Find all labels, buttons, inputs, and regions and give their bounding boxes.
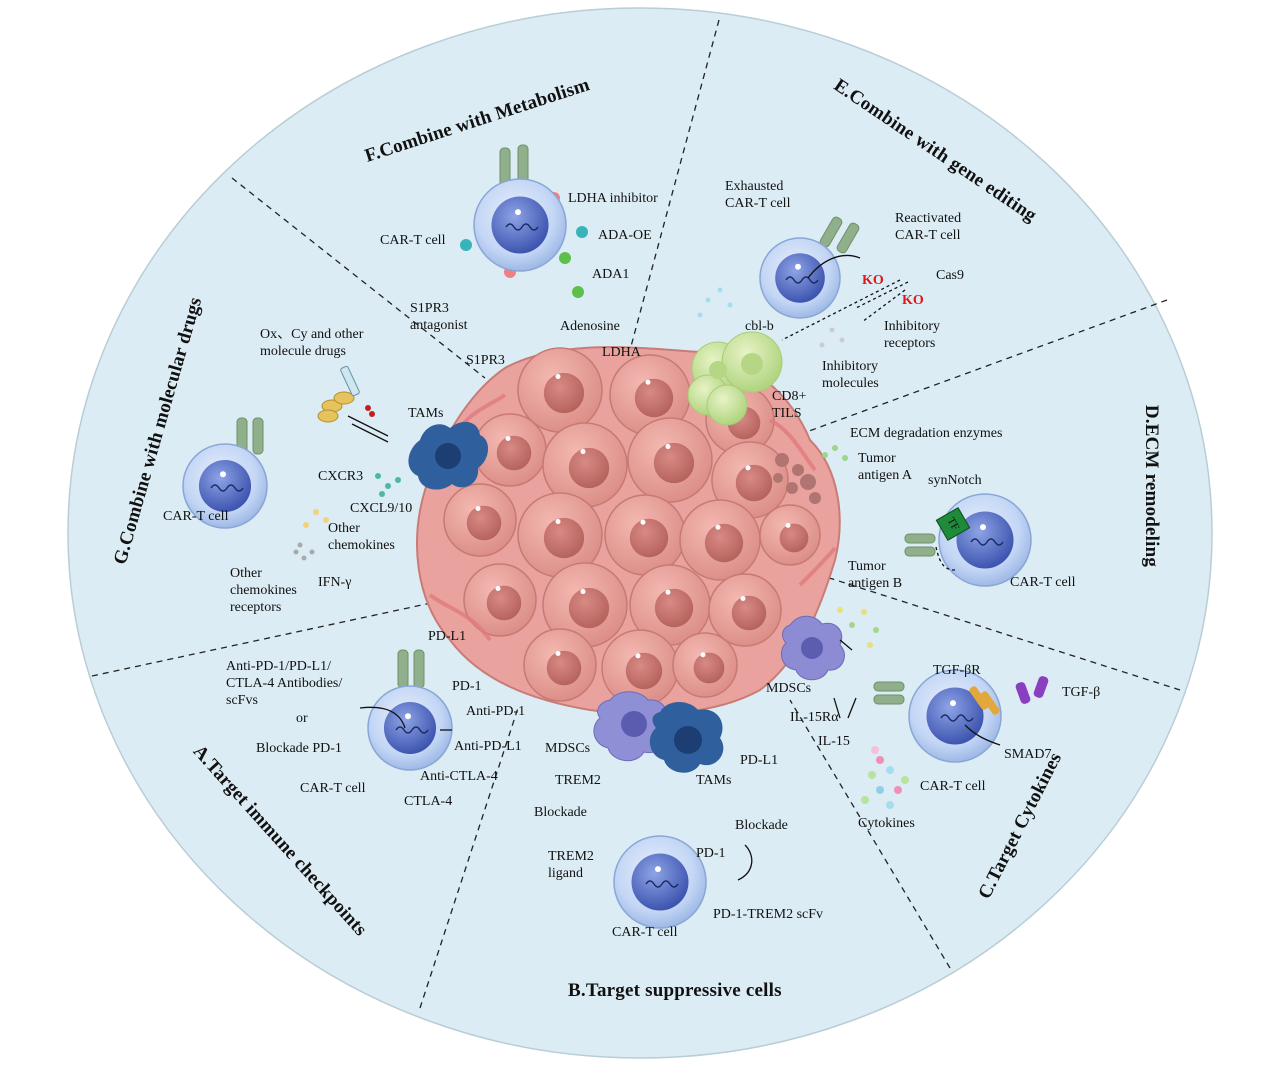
pdl1-bottom-label: PD-L1: [740, 753, 779, 768]
tumor-cell: [679, 499, 761, 581]
tumor-cell: [708, 573, 782, 647]
cart-cell: [473, 178, 567, 272]
ko-label-2: KO: [902, 293, 924, 308]
g-cart-label: CAR-T cell: [163, 509, 229, 524]
mdsc-right-shape: [780, 615, 845, 681]
cart-cell: [908, 669, 1002, 763]
ldha-label: LDHA: [602, 345, 641, 360]
cas9-label: Cas9: [936, 268, 964, 283]
tgfb-molecules: [1015, 676, 1049, 704]
ko-label-1: KO: [862, 273, 884, 288]
cd8-tils: [687, 331, 783, 426]
trem2-ligand-label: TREM2 ligand: [548, 849, 594, 881]
s1pr3-antagonist-label: S1PR3 antagonist: [410, 301, 468, 333]
ldha-inhibitor-label: LDHA inhibitor: [568, 191, 658, 206]
tgfbr-label: TGF-βR: [933, 663, 981, 678]
exhausted-cart-label: Exhausted CAR-T cell: [725, 179, 791, 211]
trem2-label: TREM2: [555, 773, 601, 788]
f-cart-label: CAR-T cell: [380, 233, 446, 248]
other-chemokines-label: Other chemokines: [328, 521, 395, 553]
bottom-suppressive-cells: [593, 691, 724, 773]
cytokine-dots: [293, 287, 909, 809]
tumor-antigen-a-label: Tumor antigen A: [858, 451, 913, 483]
blockade-left-label: Blockade: [534, 805, 587, 820]
tumor-cell: [627, 417, 713, 503]
molecule-drugs-label: Ox、Cy and other molecule drugs: [260, 327, 364, 359]
b-cart-label: CAR-T cell: [612, 925, 678, 940]
synnotch-label: synNotch: [928, 473, 982, 488]
ecm-enzymes-label: ECM degradation enzymes: [850, 426, 1003, 441]
a-cart-label: CAR-T cell: [300, 781, 366, 796]
cart-cell: [938, 493, 1032, 587]
or-label: or: [296, 711, 308, 726]
anti-pdl1-label: Anti-PD-L1: [454, 739, 522, 754]
tgfb-label: TGF-β: [1062, 685, 1101, 700]
ctla4-label: CTLA-4: [404, 794, 453, 809]
ada1-label: ADA1: [592, 267, 630, 282]
a-pd1-label: PD-1: [452, 679, 482, 694]
c-cart-label: CAR-T cell: [920, 779, 986, 794]
cxcr3-label: CXCR3: [318, 469, 364, 484]
tumor-antigen-b-label: Tumor antigen B: [848, 559, 903, 591]
cytokines-label: Cytokines: [858, 816, 915, 831]
blockade-pd1-label: Blockade PD-1: [256, 741, 342, 756]
tams-top-label: TAMs: [408, 406, 444, 421]
inhibitory-receptors-label: Inhibitory receptors: [884, 319, 940, 351]
ifn-gamma-label: IFN-γ: [318, 575, 352, 590]
anti-pd1-label: Anti-PD-1: [466, 704, 526, 719]
tumor-cell: [672, 632, 738, 698]
smad7-label: SMAD7: [1004, 747, 1052, 762]
cblb-label: cbl-b: [745, 319, 774, 334]
vessel-strands: [428, 393, 837, 642]
b-pd1-label: PD-1: [696, 846, 726, 861]
tumor-cell: [523, 628, 597, 702]
tams-bottom-label: TAMs: [696, 773, 732, 788]
s1pr3-label: S1PR3: [466, 353, 505, 368]
d-cart-label: CAR-T cell: [1010, 575, 1076, 590]
antibodies-label: Anti-PD-1/PD-L1/ CTLA-4 Antibodies/ scFv…: [226, 659, 343, 708]
cxcl-label: CXCL9/10: [350, 501, 413, 516]
il15ra-label: IL-15Rα: [790, 710, 839, 725]
section-title-d: D.ECM remodeling: [1141, 404, 1163, 568]
tgfbr-receptor: [969, 686, 1000, 715]
mdscs-right-label: MDSCs: [766, 681, 812, 696]
blockade-right-label: Blockade: [735, 818, 788, 833]
ecm-debris: [773, 453, 821, 504]
cart-cell: [759, 237, 841, 319]
adenosine-label: Adenosine: [560, 319, 620, 334]
anti-ctla4-label: Anti-CTLA-4: [420, 769, 498, 784]
tumor-cell: [517, 347, 603, 433]
inhibitory-molecules-label: Inhibitory molecules: [822, 359, 879, 391]
other-chemokine-receptors-label: Other chemokines receptors: [230, 566, 297, 615]
il15-label: IL-15: [818, 734, 850, 749]
cart-cell: [182, 443, 268, 529]
tumor-cell: [443, 483, 517, 557]
tumor-cell: [463, 563, 537, 637]
reactivated-cart-label: Reactivated CAR-T cell: [895, 211, 962, 243]
cd8-tils-label: CD8+ TILS: [772, 389, 807, 421]
arrows: [347, 254, 1001, 881]
drug-icons: [317, 365, 375, 423]
pd1-trem2-scfv-label: PD-1-TREM2 scFv: [713, 907, 824, 922]
tumor-cell: [517, 492, 603, 578]
tumor-cell: [759, 504, 821, 566]
cart-cell: [613, 835, 707, 929]
sector-dividers: [91, 19, 1181, 1009]
section-title-b: B.Target suppressive cells: [568, 980, 782, 1001]
cart-cells: [182, 178, 1032, 929]
ada-oe-label: ADA-OE: [598, 228, 652, 243]
pdl1-left-label: PD-L1: [428, 629, 467, 644]
mdscs-bottom-label: MDSCs: [545, 741, 591, 756]
tams-top-shape: [408, 421, 489, 490]
tumor-cell: [604, 494, 686, 576]
cart-cell: [367, 685, 453, 771]
